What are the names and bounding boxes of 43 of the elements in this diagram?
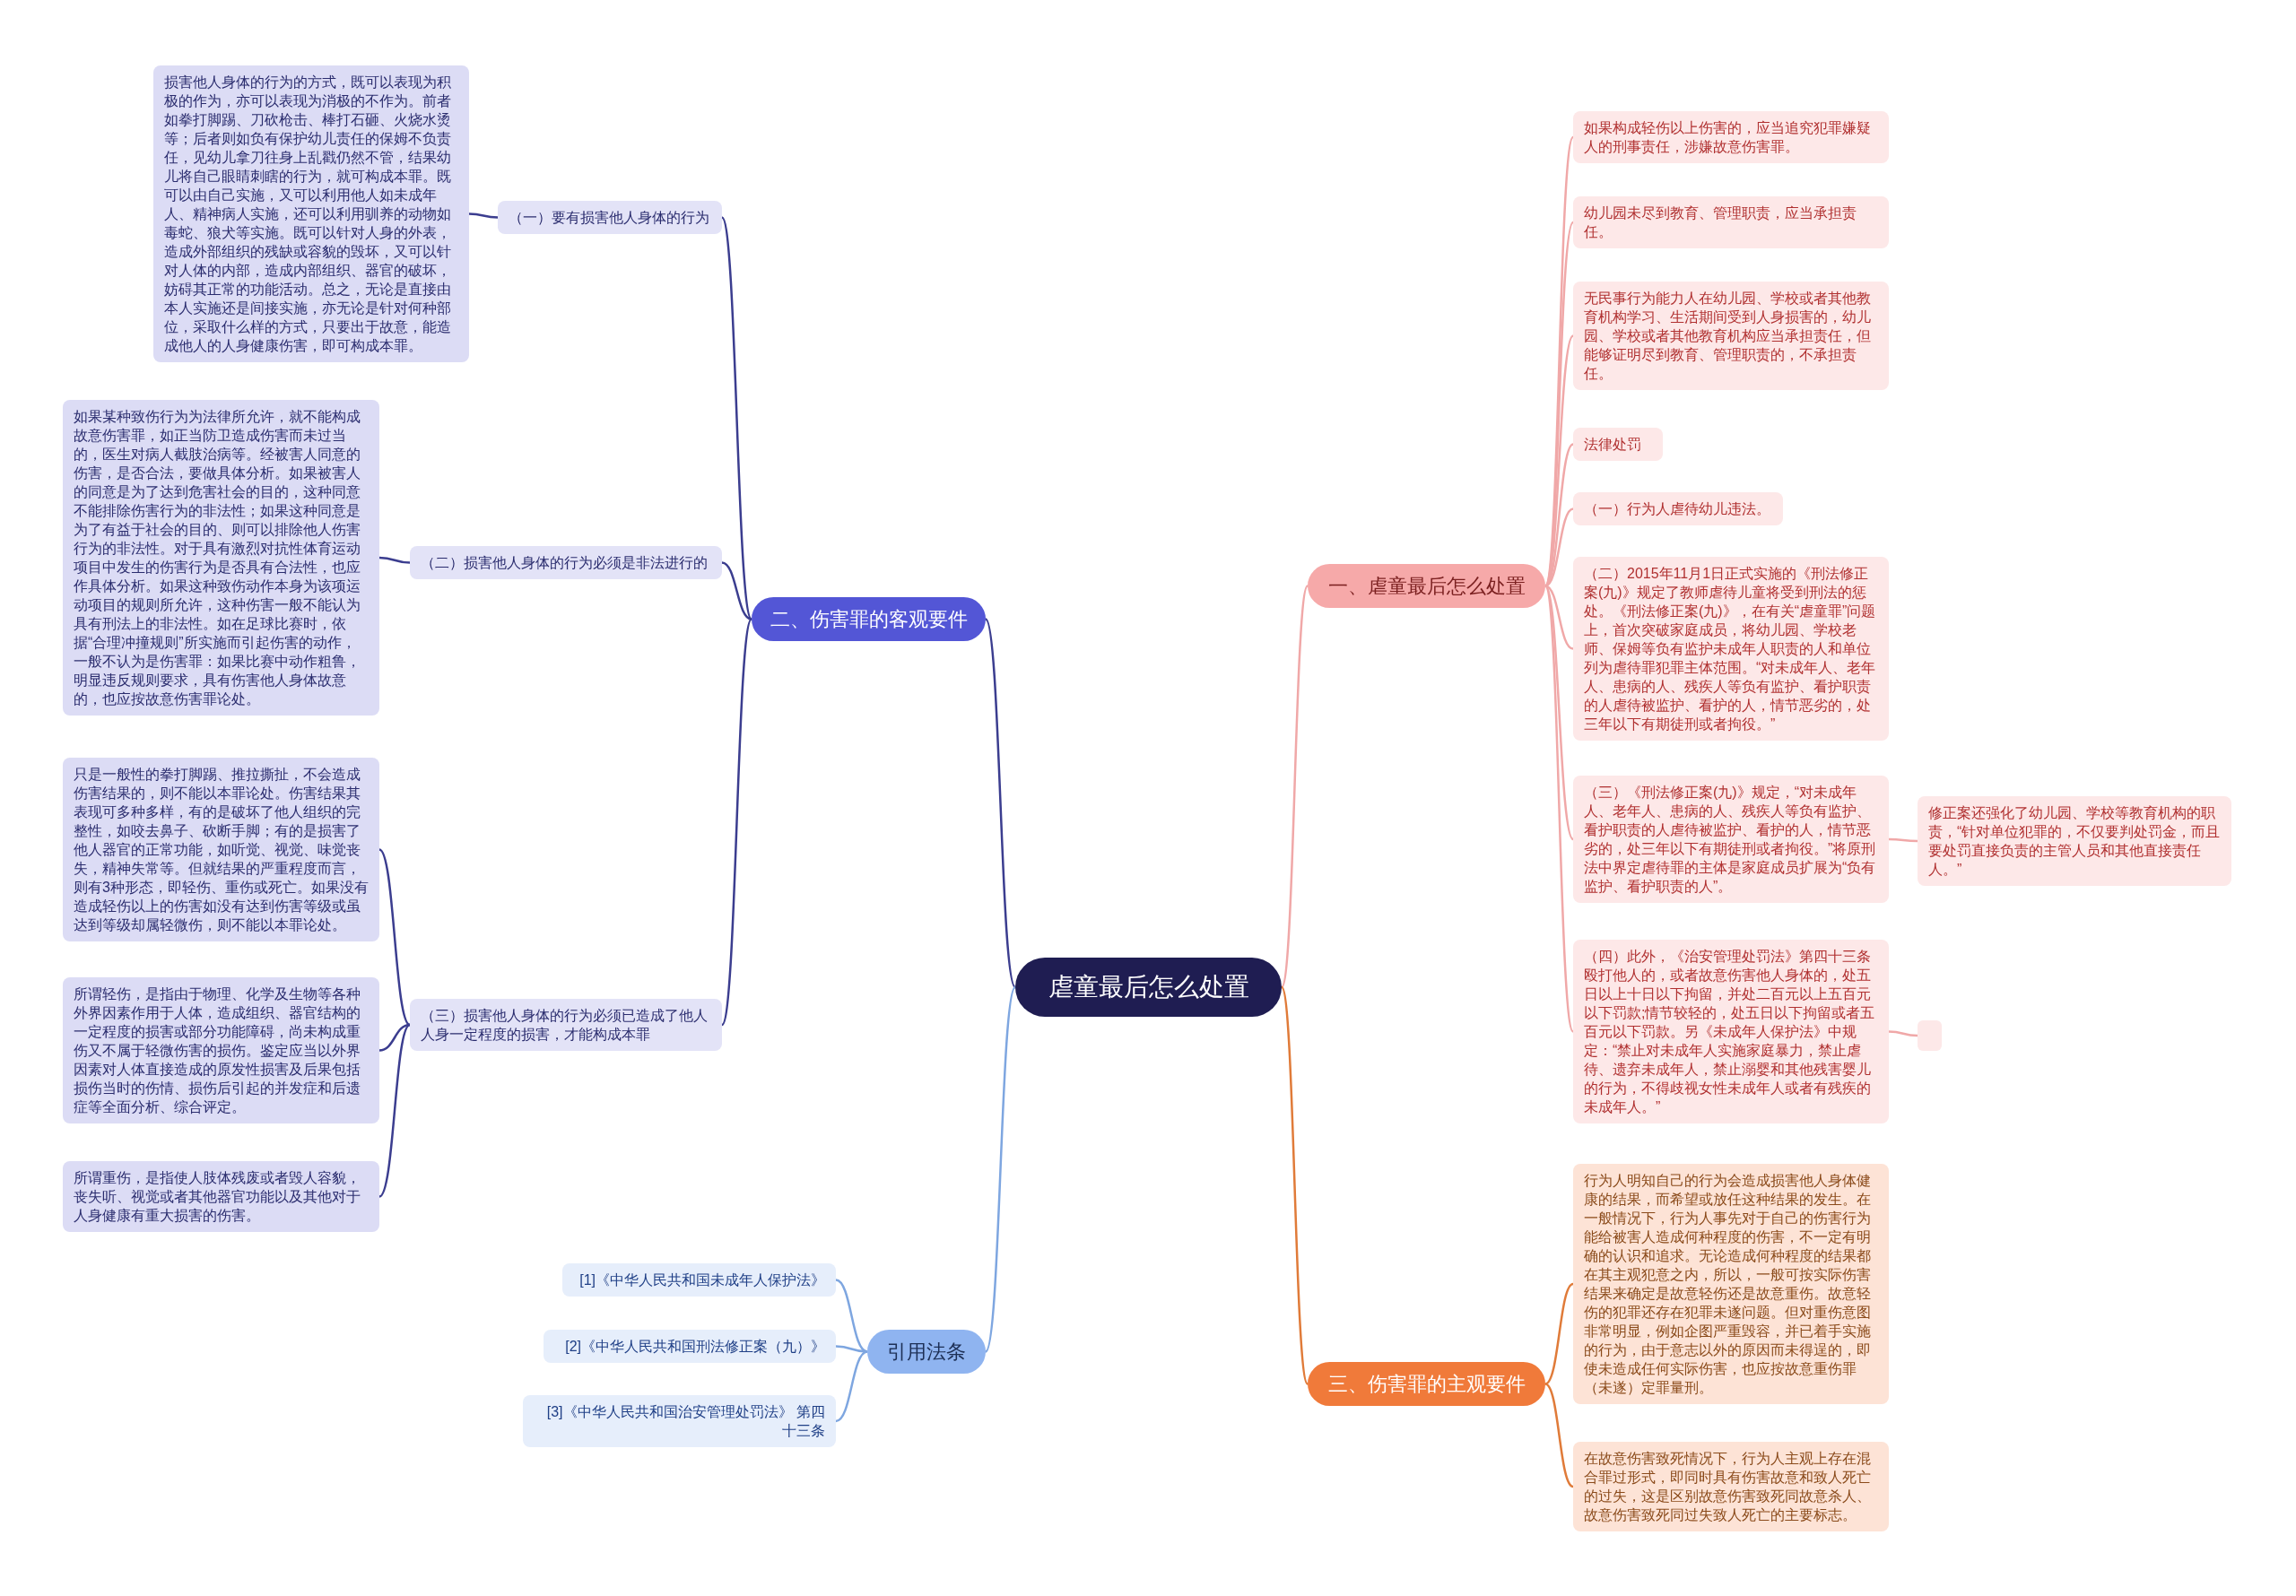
reference-box: [3]《中华人民共和国治安管理处罚法》 第四十三条 bbox=[523, 1395, 836, 1447]
branch-topic: 二、伤害罪的客观要件 bbox=[752, 597, 986, 641]
note-box: （二）2015年11月1日正式实施的《刑法修正案(九)》规定了教师虐待儿童将受到刑法的惩处。《刑法修正案(九)》，在有关“虐童罪”问题上，首次突破家庭成员，将幼儿园、学校老师、保姆等负有监护未成年人职责的人和单位列为虐待罪犯罪主体范围。“对未成年人、老年人、患病的人、残疾人等负有监护、看护职责的人虐待被监护、看护的人，情节恶劣的，处三年以下有期徒刑或者拘役。” bbox=[1573, 557, 1889, 741]
note-box: （三）《刑法修正案(九)》规定，“对未成年人、老年人、患病的人、残疾人等负有监护、看护职责的人虐待被监护、看护的人，情节恶劣的，处三年以下有期徒刑或者拘役。”将原刑法中界定虐待罪的主体是家庭成员扩展为“负有监护、看护职责的人”。 bbox=[1573, 776, 1889, 903]
note-box: 在故意伤害致死情况下，行为人主观上存在混合罪过形式，即同时具有伤害故意和致人死亡的过失，这是区别故意伤害致死同故意杀人、故意伤害致死同过失致人死亡的主要标志。 bbox=[1573, 1442, 1889, 1531]
connector-line bbox=[1889, 837, 1918, 843]
note-box: 所谓轻伤，是指由于物理、化学及生物等各种外界因素作用于人体，造成组织、器官结构的一定程度的损害或部分功能障碍，尚未构成重伤又不属于轻微伤害的损伤。鉴定应当以外界因素对人体直接造成的原发性损害及后果包括损伤当时的伤情、损伤后引起的并发症和后遗症等全面分析、综合评定。 bbox=[63, 977, 379, 1123]
connector-line bbox=[720, 619, 753, 1026]
subtopic-box: （二）损害他人身体的行为必须是非法进行的 bbox=[410, 546, 722, 579]
note-box: 行为人明知自己的行为会造成损害他人身体健康的结果，而希望或放任这种结果的发生。在一般情况下，行为人事先对于自己的伤害行为能给被害人造成何种程度的伤害，不一定有明确的认识和追求。无论造成何种程度的结果都在其主观犯意之内，所以，一般可按实际伤害结果来确定是故意轻伤还是故意重伤。故意轻伤的犯罪还存在犯罪未遂问题。但对重伤意图非常明显，例如企图严重毁容，并已着手实施的行为，由于意志以外的原因而未得逞的，即使未造成任何实际伤害，也应按故意重伤罪（未遂）定罪量刑。 bbox=[1573, 1164, 1889, 1404]
note-box: 如果某种致伤行为为法律所允许，就不能构成故意伤害罪，如正当防卫造成伤害而未过当的，医生对病人截肢治病等。经被害人同意的伤害，是否合法，要做具体分析。如果被害人的同意是为了达到危害社会的目的，这种同意不能排除伤害行为的非法性；如果这种同意是为了有益于社会的目的、则可以排除他人伤害行为的非法性。对于具有激烈对抗性体育运动项目中发生的伤害行为是否具有合法性，也应作具体分析。如果这种致伤动作本身为该项运动项目的规则所允许，这种伤害一般不能认为具有刑法上的非法性。如在足球比赛时，依据“合理冲撞规则”所实施而引起伤害的动作，一般不认为是伤害罪：如果比赛中动作粗鲁，明显违反规则要求，具有伤害他人身体故意的，也应按故意伤害罪论处。 bbox=[63, 400, 379, 716]
note-box: 无民事行为能力人在幼儿园、学校或者其他教育机构学习、生活期间受到人身损害的，幼儿园、学校或者其他教育机构应当承担责任，但能够证明尽到教育、管理职责的，不承担责任。 bbox=[1573, 282, 1889, 390]
connector-line bbox=[1888, 1030, 1918, 1037]
subtopic-box: （三）损害他人身体的行为必须已造成了他人人身一定程度的损害，才能构成本罪 bbox=[410, 999, 722, 1051]
note-box: 法律处罚 bbox=[1573, 428, 1663, 461]
branch-topic: 引用法条 bbox=[867, 1330, 986, 1374]
connector-line bbox=[1544, 1282, 1574, 1385]
note-box: 修正案还强化了幼儿园、学校等教育机构的职责，“针对单位犯罪的，不仅要判处罚金，而且要处罚直接负责的主管人员和其他直接责任人。” bbox=[1918, 796, 2231, 886]
connector-line bbox=[1544, 585, 1574, 650]
connector-line bbox=[835, 1350, 868, 1423]
reference-box: [2]《中华人民共和国刑法修正案（九）》 bbox=[544, 1330, 836, 1363]
note-box: 所谓重伤，是指使人肢体残废或者毁人容貌，丧失听、视觉或者其他器官功能以及其他对于人身健康有重大损害的伤害。 bbox=[63, 1161, 379, 1232]
subtopic-box: （一）要有损害他人身体的行为 bbox=[498, 201, 722, 234]
note-box: 损害他人身体的行为的方式，既可以表现为积极的作为，亦可以表现为消极的不作为。前者如拳打脚踢、刀砍枪击、棒打石砸、火烧水烫等；后者则如负有保护幼儿责任的保姆不负责任，见幼儿拿刀往身上乱戳仍然不管，结果幼儿将自己眼睛刺瞎的行为，就可构成本罪。既可以由自己实施，又可以利用他人如未成年人、精神病人实施，还可以利用驯养的动物如毒蛇、狼犬等实施。既可以针对人身的外表，造成外部组织的残缺或容貌的毁坏，又可以针对人体的内部，造成内部组织、器官的破坏，妨碍其正常的功能活动。总之，无论是直接由本人实施还是间接实施，亦无论是针对何种部位，采取什么样的方式，只要出于故意，能造成他人的人身健康伤害，即可构成本罪。 bbox=[153, 65, 469, 362]
note-box: （四）此外，《治安管理处罚法》第四十三条殴打他人的，或者故意伤害他人身体的，处五日以上十日以下拘留，并处二百元以上五百元以下罚款;情节较轻的，处五日以下拘留或者五百元以下罚款。另《未成年人保护法》中规定：“禁止对未成年人实施家庭暴力，禁止虐待、遗弃未成年人，禁止溺婴和其他残害婴儿的行为，不得歧视女性未成年人或者有残疾的未成年人。” bbox=[1573, 940, 1889, 1123]
connector-line bbox=[378, 848, 411, 1026]
branch-topic: 三、伤害罪的主观要件 bbox=[1308, 1362, 1545, 1406]
reference-box: [1]《中华人民共和国未成年人保护法》 bbox=[562, 1263, 836, 1297]
connector-line bbox=[721, 561, 752, 620]
note-box: 只是一般性的拳打脚踢、推拉撕扯，不会造成伤害结果的，则不能以本罪论处。伤害结果其表现可多种多样，有的是破坏了他人组织的完整性，如咬去鼻子、砍断手脚；有的是损害了他人器官的正常功能，如听觉、视觉、味觉丧失，精神失常等。但就结果的严重程度而言，则有3种形态，即轻伤、重伤或死亡。如果没有造成轻伤以上的伤害如没有达到伤害等级或虽达到等级却属轻微伤，则不能以本罪论处。 bbox=[63, 758, 379, 941]
empty-box bbox=[1918, 1020, 1942, 1051]
central-topic: 虐童最后怎么处置 bbox=[1015, 958, 1282, 1017]
note-box: （一）行为人虐待幼儿违法。 bbox=[1573, 492, 1783, 525]
connector-line bbox=[1544, 1383, 1574, 1488]
connector-line bbox=[378, 1023, 411, 1052]
connector-line bbox=[378, 556, 411, 564]
connector-line bbox=[835, 1279, 868, 1353]
connector-line bbox=[468, 213, 499, 219]
connector-line bbox=[378, 1024, 411, 1198]
branch-topic: 一、虐童最后怎么处置 bbox=[1308, 564, 1545, 608]
connector-line bbox=[720, 217, 753, 620]
note-box: 如果构成轻伤以上伤害的，应当追究犯罪嫌疑人的刑事责任，涉嫌故意伤害罪。 bbox=[1573, 111, 1889, 163]
note-box: 幼儿园未尽到教育、管理职责，应当承担责任。 bbox=[1573, 196, 1889, 248]
